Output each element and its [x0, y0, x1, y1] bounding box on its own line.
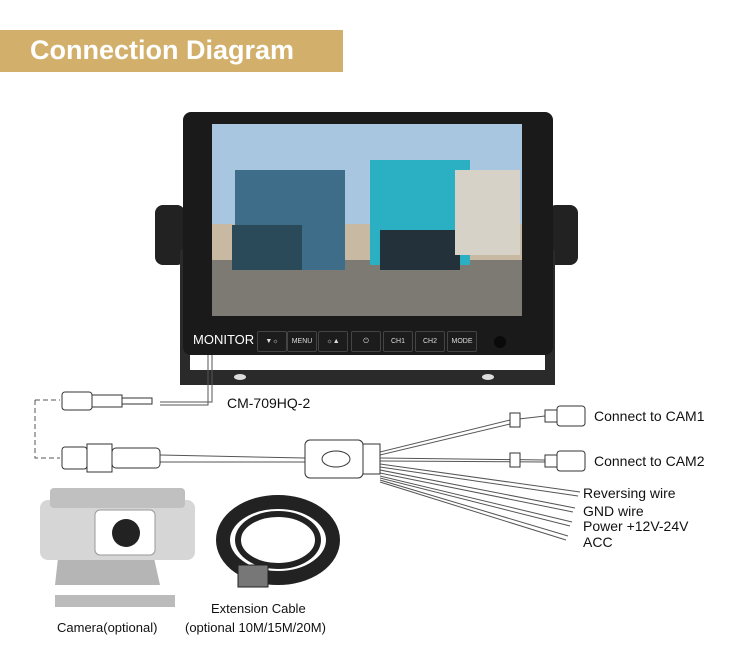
- monitor-bracket: [180, 250, 555, 385]
- brightness-down-button[interactable]: ▼☼: [257, 331, 287, 352]
- junction-box: [304, 439, 381, 479]
- left-knob: [155, 205, 185, 265]
- monitor-connector: [61, 391, 153, 411]
- extension-connector: [61, 443, 161, 473]
- ch1-button[interactable]: CH1: [383, 331, 413, 352]
- gnd-wire-label: GND wire: [583, 503, 644, 519]
- cam2-label: Connect to CAM2: [594, 453, 705, 469]
- power-wire-label: Power +12V-24V: [583, 518, 689, 534]
- cam2-plug: [509, 450, 586, 472]
- camera-image: [40, 488, 195, 607]
- extension-cable-label: Extension Cable: [211, 601, 306, 616]
- ch2-button[interactable]: CH2: [415, 331, 445, 352]
- power-button[interactable]: ⏻: [351, 331, 381, 352]
- right-knob: [548, 205, 578, 265]
- monitor-label: MONITOR: [193, 332, 255, 347]
- mode-button[interactable]: MODE: [447, 331, 477, 352]
- extension-cable-options: (optional 10M/15M/20M): [185, 620, 326, 635]
- cam1-plug: [509, 405, 586, 428]
- model-label: CM-709HQ-2: [227, 395, 311, 411]
- acc-wire-label: ACC: [583, 534, 613, 550]
- cam1-label: Connect to CAM1: [594, 408, 705, 424]
- menu-button[interactable]: MENU: [287, 331, 317, 352]
- title-banner: Connection Diagram: [0, 30, 343, 72]
- camera-label: Camera(optional): [57, 620, 158, 635]
- brightness-up-button[interactable]: ☼▲: [318, 331, 348, 352]
- reversing-wire-label: Reversing wire: [583, 485, 676, 501]
- extension-cable-coil: [216, 495, 340, 588]
- page-title: Connection Diagram: [30, 35, 295, 65]
